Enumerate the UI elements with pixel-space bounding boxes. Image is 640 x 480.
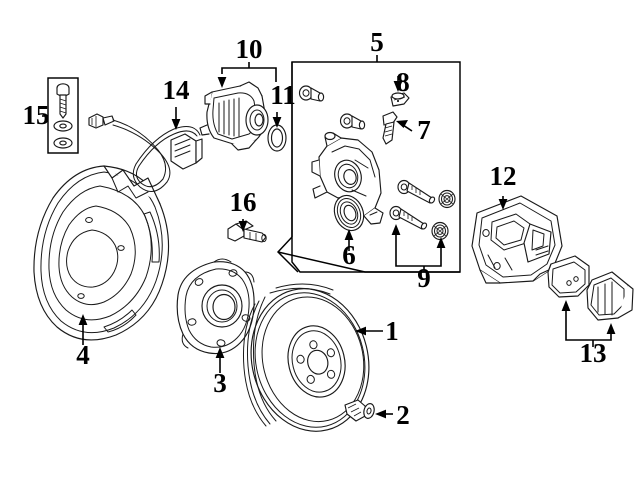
guide-pin-lower <box>389 205 428 230</box>
callout-label-15: 15 <box>23 100 50 130</box>
callout-label-6: 6 <box>342 240 356 270</box>
caliper-mounting-bracket-anchor <box>471 195 563 284</box>
callout-label-5: 5 <box>370 27 384 57</box>
guide-pin-bushing-upper <box>438 189 456 209</box>
brake-rotor-disc <box>243 283 370 432</box>
callout-leader-12 <box>498 196 508 210</box>
callout-bracket-13 <box>561 300 616 347</box>
guide-pin-bushing-lower <box>431 221 449 241</box>
brake-pad-inner <box>547 255 590 298</box>
callout-label-13: 13 <box>580 338 607 368</box>
brake-pad-outer <box>586 271 634 321</box>
callout-leader-7 <box>396 120 413 132</box>
guide-pin-upper <box>397 179 436 204</box>
callout-leader-11 <box>272 112 282 128</box>
callout-label-9: 9 <box>417 263 431 293</box>
callout-label-14: 14 <box>163 75 190 105</box>
abs-wheel-speed-sensor <box>227 220 267 243</box>
callout-label-7: 7 <box>417 115 431 145</box>
bolt-washer-kit-box <box>42 77 79 154</box>
callout-leader-16 <box>238 219 248 232</box>
callout-label-3: 3 <box>213 368 227 398</box>
caliper-piston-seal <box>333 194 365 232</box>
callout-label-1: 1 <box>385 316 399 346</box>
callout-label-2: 2 <box>396 400 410 430</box>
brake-backing-splash-shield <box>33 165 170 341</box>
callout-leader-6 <box>344 229 354 251</box>
kit-bolt-icon <box>56 83 70 119</box>
callout-leader-1 <box>355 326 383 336</box>
bleeder-screw-cap <box>390 92 410 107</box>
callout-leader-3 <box>215 347 225 373</box>
actuator-o-ring-seal <box>267 124 287 152</box>
kit-washer-icon-1 <box>53 120 73 132</box>
callout-labels: 1 2 3 4 5 6 7 8 9 10 11 12 13 14 15 16 <box>23 27 607 430</box>
callout-leader-8 <box>393 76 403 102</box>
callout-label-12: 12 <box>490 161 517 191</box>
callout-leader-14 <box>171 107 181 130</box>
callout-label-16: 16 <box>230 187 257 217</box>
caliper-kit-group-box <box>276 55 461 273</box>
caliper-mounting-bolt-upper <box>298 85 325 102</box>
caliper-mounting-bolt-lower <box>339 113 366 130</box>
kit-washer-icon-2 <box>53 137 73 149</box>
abs-wheel-speed-sensor-harness <box>88 113 203 192</box>
wheel-hub-bearing-assembly <box>176 258 255 355</box>
brake-caliper-body <box>311 131 384 225</box>
caliper-bleeder-screw <box>382 111 398 145</box>
callout-leader-2 <box>375 409 393 419</box>
callout-label-11: 11 <box>270 80 296 110</box>
callout-leader-4 <box>78 314 88 345</box>
parking-brake-actuator-motor <box>199 81 269 151</box>
callout-label-4: 4 <box>76 340 90 370</box>
callout-label-10: 10 <box>236 34 263 64</box>
callout-label-8: 8 <box>396 67 410 97</box>
caliper-guide-pin-bolt-set <box>389 179 456 241</box>
rotor-retaining-screw <box>344 399 375 422</box>
callout-bracket-10 <box>217 62 277 88</box>
callout-bracket-9 <box>391 224 446 272</box>
